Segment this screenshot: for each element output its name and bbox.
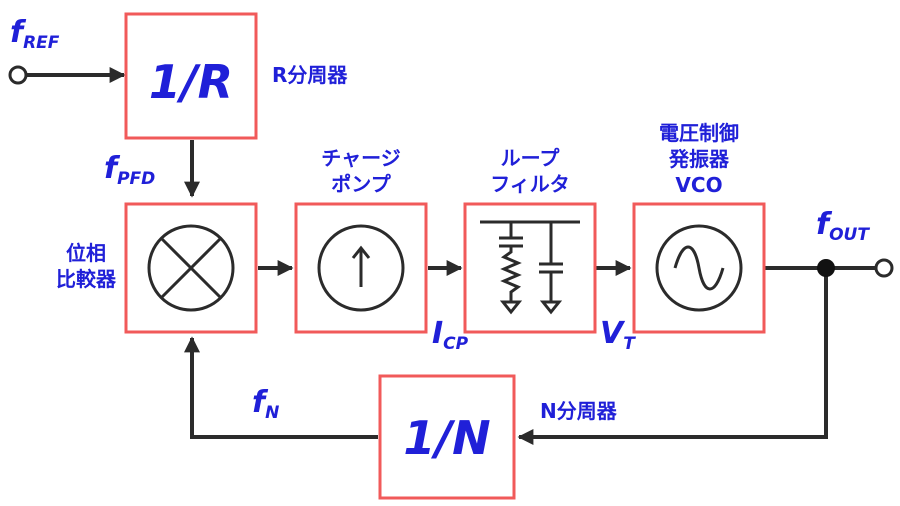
current-source-icon bbox=[317, 224, 405, 312]
vco-caption-line1: 電圧制御 bbox=[659, 121, 739, 145]
output-terminal bbox=[874, 258, 894, 278]
charge-pump-caption-line1: チャージ bbox=[321, 146, 400, 170]
vco-caption-line2: 発振器 bbox=[668, 147, 730, 171]
vco-caption-line3: VCO bbox=[675, 173, 722, 197]
n-divider-label: 1/N bbox=[403, 411, 490, 465]
mixer-symbol-icon bbox=[147, 224, 235, 312]
n-to-pfd-wire bbox=[184, 336, 378, 439]
sine-wave-icon bbox=[673, 245, 725, 291]
charge-pump-caption-line2: ポンプ bbox=[331, 172, 391, 196]
f-out-label: fOUT bbox=[816, 207, 870, 245]
f-n-label: fN bbox=[252, 385, 279, 423]
oscillator-icon bbox=[655, 224, 743, 312]
mixer-cross-line-b bbox=[159, 236, 223, 300]
current-arrow-head bbox=[351, 245, 371, 259]
f-pfd-label: fPFD bbox=[104, 151, 155, 189]
loop-filter-block bbox=[463, 202, 597, 334]
loop-filter-caption-line1: ループ bbox=[501, 146, 561, 170]
rc-filter-icon bbox=[480, 220, 580, 315]
phase-comparator-caption-line1: 位相 bbox=[66, 241, 106, 265]
n-divider-block bbox=[378, 374, 516, 500]
v-t-label: VT bbox=[600, 316, 636, 354]
f-ref-label: fREF bbox=[10, 15, 60, 53]
loop-filter-caption-line2: フィルタ bbox=[490, 172, 570, 196]
i-cp-label: ICP bbox=[432, 316, 469, 354]
n-divider-caption: N分周器 bbox=[540, 399, 618, 423]
r-divider-caption: R分周器 bbox=[272, 63, 348, 87]
ref-input-terminal bbox=[8, 65, 28, 85]
r-divider-block bbox=[124, 12, 258, 140]
feedback-to-n-wire bbox=[517, 268, 828, 445]
output-junction-node bbox=[817, 259, 835, 277]
r-divider-label: 1/R bbox=[149, 55, 233, 109]
phase-comparator-caption-line2: 比較器 bbox=[56, 267, 117, 291]
